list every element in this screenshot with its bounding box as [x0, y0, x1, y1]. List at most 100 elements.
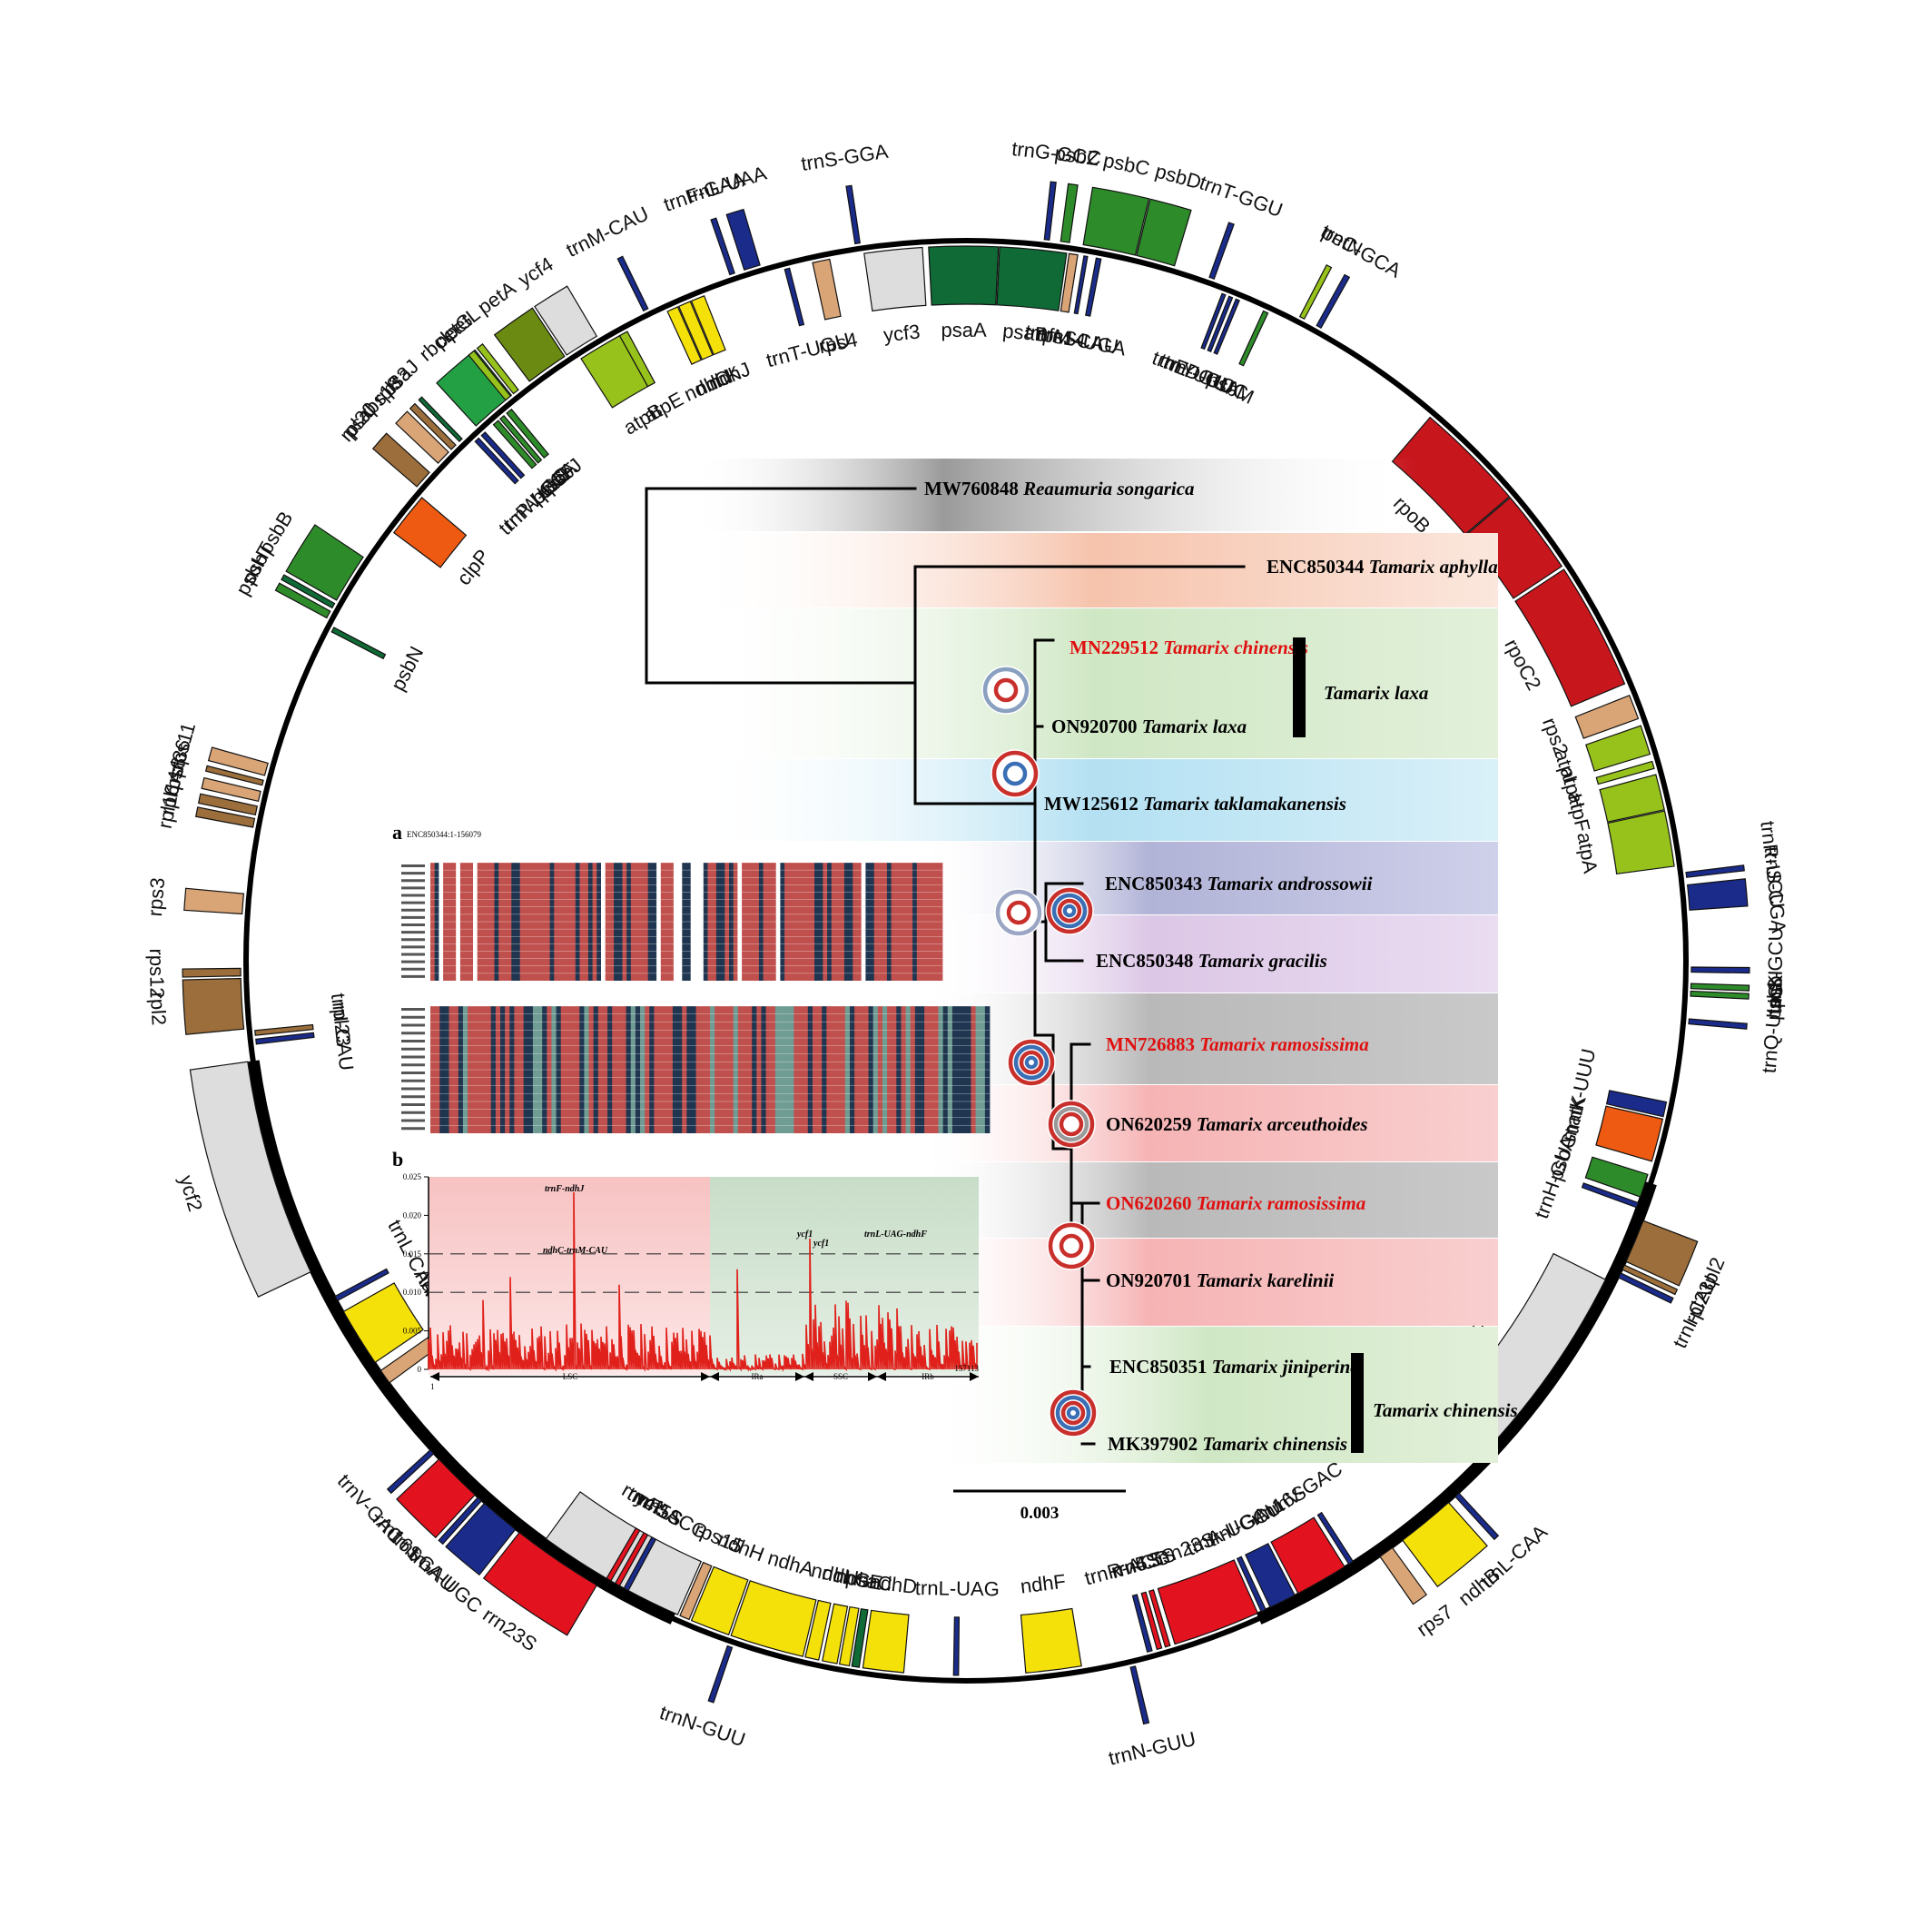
- alignment-block-bottom: [401, 1005, 991, 1133]
- gene-trnq-uug: [1688, 1018, 1748, 1030]
- gene-atpf: [1599, 774, 1665, 823]
- gene-psbz: [1060, 183, 1079, 243]
- gene-label-ndhd: ndhD: [868, 1570, 918, 1598]
- gene-trnn-guu-l: [707, 1645, 734, 1704]
- gene-label-trnq-uug: trnQ-UUG: [1758, 983, 1788, 1074]
- gene-label-trns-uga: trnS-UGA: [1039, 321, 1129, 360]
- tip-label-mw760848: MW760848 Reaumuria songarica: [924, 478, 1195, 499]
- support-pie: [1047, 1100, 1096, 1149]
- gene-psbb: [285, 524, 364, 601]
- alignment-row-label: [401, 1072, 425, 1074]
- gene-rrn16s-r: [1270, 1516, 1346, 1595]
- pi-x-start: 1: [430, 1382, 435, 1391]
- pi-peak-label: ndhC-trnM-CAU: [543, 1246, 608, 1256]
- tip-species: Tamarix androssowii: [1208, 873, 1373, 894]
- gene-rpl2-r: [1625, 1220, 1699, 1287]
- gene-trnl-uag: [952, 1616, 961, 1676]
- pi-region-arrow: [701, 1372, 710, 1381]
- tip-accession: ENC850348: [1096, 950, 1198, 972]
- gene-trni-gau-r: [1245, 1543, 1296, 1608]
- pi-x-end: 157113: [954, 1364, 979, 1373]
- support-pie: [1045, 886, 1094, 935]
- genome-ring: [243, 238, 1689, 1684]
- pi-region-arrow: [877, 1372, 886, 1381]
- gene-rps4: [812, 258, 842, 321]
- gene-rps3: [183, 887, 245, 915]
- gene-trnr-acg-l: [623, 1536, 657, 1592]
- gene-label-trns-cga: trnS-CGA: [1760, 845, 1790, 933]
- panel-a-alignment: a ENC850344:1-156079: [392, 821, 991, 1133]
- gene-atpi: [1585, 725, 1651, 772]
- gene-trni-gau-l: [438, 1496, 483, 1546]
- tip-accession: MW125612: [1044, 793, 1143, 815]
- alignment-row-label: [401, 1127, 425, 1131]
- node-support-pies: [981, 666, 1098, 1437]
- panel-a-label: a: [392, 821, 402, 844]
- gene-label-ndha: ndhA: [765, 1546, 817, 1581]
- gene-label-psbn: psbN: [386, 643, 428, 695]
- alignment-row-label: [401, 879, 425, 883]
- gene-trng-gcc: [1043, 181, 1057, 241]
- gene-label-rpoc2: rpoC2: [1500, 636, 1545, 695]
- alignment-row-label: [401, 967, 425, 971]
- tip-species: Tamarix chinensis: [1163, 637, 1308, 658]
- gene-trny-gua: [1207, 295, 1234, 352]
- gene-matk: [1595, 1105, 1664, 1162]
- alignment-row-label: [401, 1023, 425, 1027]
- pi-region-arrow: [795, 1372, 804, 1381]
- gene-psbc: [1082, 186, 1150, 256]
- gene-psaa: [928, 245, 1000, 306]
- gene-label-ycf4: ycf4: [514, 252, 557, 291]
- gene-ndhb-r: [1402, 1501, 1488, 1588]
- alignment-row-label: [401, 1063, 425, 1067]
- gene-ycf4: [534, 285, 598, 356]
- gene-ndhe: [838, 1605, 860, 1667]
- tip-accession: MK397902: [1108, 1433, 1202, 1455]
- gene-ndhj: [690, 294, 726, 356]
- gene-label-psbk: psbK: [1762, 973, 1787, 1021]
- gene-psac: [851, 1608, 869, 1668]
- gene-rps18: [395, 410, 449, 464]
- gene-rps12: [182, 967, 242, 978]
- pi-y-tick-label: 0: [418, 1365, 422, 1374]
- tip-label-mn726883: MN726883 Tamarix ramosissima: [1106, 1033, 1369, 1055]
- gene-trnl-caa-r: [1454, 1492, 1500, 1541]
- gene-rps14: [1060, 252, 1079, 313]
- support-pie: [994, 888, 1043, 937]
- tip-accession: MW760848: [924, 478, 1023, 499]
- gene-trni-cau-l: [255, 1032, 315, 1045]
- band-arceuthoides: [917, 1085, 1498, 1161]
- gene-psbj: [506, 408, 549, 459]
- gene-ndhf: [1020, 1607, 1082, 1674]
- gene-label-ycf3: ycf3: [882, 320, 922, 346]
- gene-label-psbc: psbC: [1101, 149, 1151, 181]
- tip-species: Tamarix aphylla: [1369, 556, 1498, 578]
- gene-rrn16s-l: [396, 1458, 477, 1539]
- gene-ndhi: [804, 1599, 832, 1661]
- gene-label-psbi: psbI: [1763, 970, 1787, 1008]
- alignment-row-label: [401, 923, 425, 926]
- gene-psaj: [418, 396, 463, 443]
- alignment-row-label: [401, 953, 425, 956]
- pi-region-label: IRa: [752, 1372, 764, 1381]
- gene-atph: [1595, 760, 1655, 785]
- gene-ndhc: [666, 306, 703, 365]
- tip-label-enc850343: ENC850343 Tamarix androssowii: [1105, 873, 1373, 894]
- gene-label-psab: psaB: [1001, 320, 1049, 347]
- gene-rpl20: [371, 432, 430, 488]
- tip-label-on620259: ON620259 Tamarix arceuthoides: [1106, 1113, 1368, 1135]
- clade-label-chinensis: Tamarix chinensis: [1373, 1399, 1518, 1421]
- alignment-row-label: [401, 1055, 425, 1059]
- tip-species: Tamarix gracilis: [1198, 950, 1327, 972]
- pi-y-tick-label: 0.025: [403, 1172, 422, 1181]
- gene-petn: [1298, 264, 1333, 321]
- pi-region-arrow: [970, 1372, 979, 1381]
- pi-bg-lsc: [429, 1177, 710, 1375]
- gene-trns-gcu: [1690, 966, 1750, 974]
- gene-ndhg: [822, 1603, 849, 1664]
- tip-species: Tamarix karelinii: [1197, 1269, 1335, 1291]
- gene-label-trnh-gug: trnH-GUG: [1530, 1130, 1582, 1222]
- pi-region-label: SSC: [833, 1372, 848, 1381]
- clade-label-laxa: Tamarix laxa: [1324, 682, 1428, 704]
